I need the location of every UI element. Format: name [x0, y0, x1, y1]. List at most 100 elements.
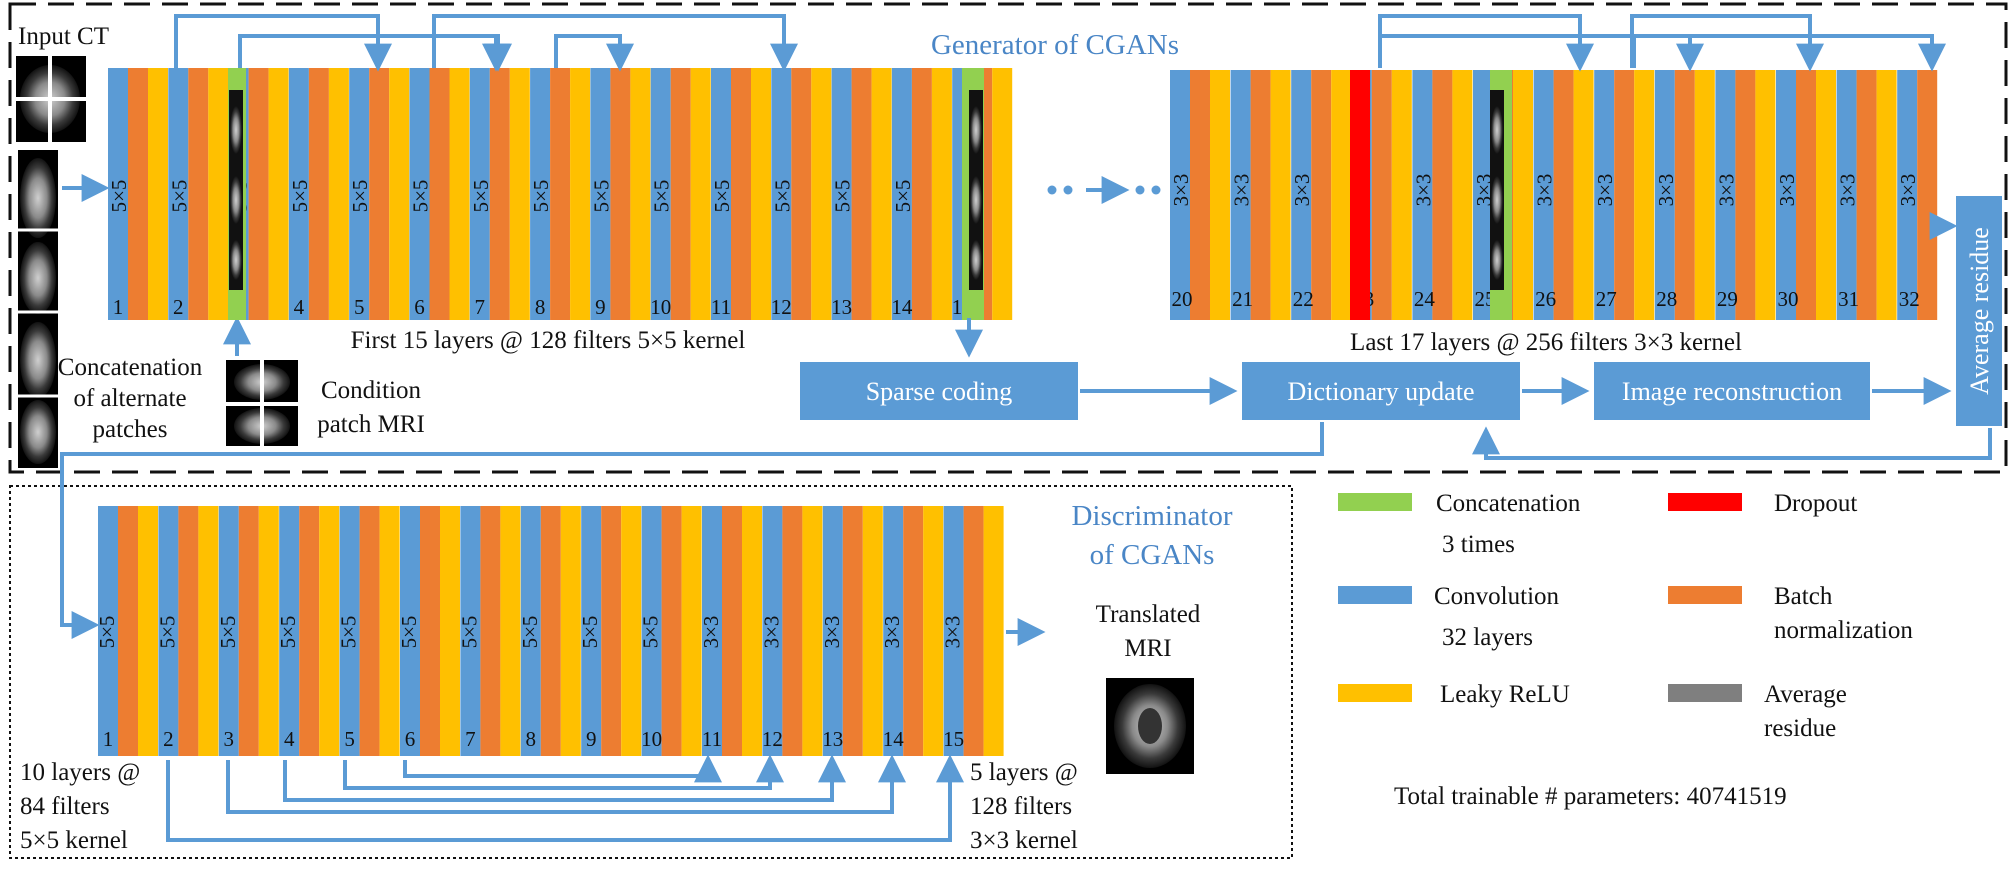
batchnorm-layer-32 [1917, 70, 1938, 320]
relu-layer-5 [389, 68, 410, 320]
gen-kernel-label-4: 5×5 [288, 180, 312, 213]
legend-concat-swatch [1338, 493, 1412, 511]
gen-kernel-label-10: 5×5 [650, 180, 674, 213]
disc-conv-layer-2 [158, 506, 179, 756]
legend-bn-label-2: normalization [1774, 617, 1913, 644]
batchnorm-layer-5 [369, 68, 390, 320]
gen-kernel-label-13: 5×5 [831, 180, 855, 213]
relu-layer-24 [1452, 70, 1473, 320]
gen-layer-number-32: 32 [1899, 287, 1920, 311]
gen-kernel-label-1: 5×5 [107, 180, 131, 213]
disc-conv-layer-13 [822, 506, 843, 756]
relu-layer-14 [931, 68, 952, 320]
gen-layer-number-13: 13 [831, 295, 852, 319]
condition-label-line2: patch MRI [317, 411, 425, 438]
conv-layer-10 [650, 68, 671, 320]
legend-concat-label-2: 3 times [1442, 531, 1515, 558]
relu-layer-7 [509, 68, 530, 320]
disc-conv-layer-3 [218, 506, 239, 756]
disc-right-caption-1: 5 layers @ [970, 759, 1078, 786]
disc-batchnorm-layer-14 [903, 506, 924, 756]
disc-relu-layer-3 [258, 506, 279, 756]
relu-layer-22 [1331, 70, 1352, 320]
disc-skip-arrow-3 [283, 754, 846, 802]
condition-label-line1: Condition [321, 377, 422, 404]
gen-layer-number-31: 31 [1838, 287, 1859, 311]
batchnorm-layer-1 [128, 68, 148, 320]
disc-relu-layer-15 [983, 506, 1004, 756]
gen-kernel-label-7: 5×5 [469, 180, 493, 213]
disc-kernel-label-1: 5×5 [95, 616, 119, 649]
disc-batchnorm-layer-5 [359, 506, 380, 756]
batchnorm-layer-29 [1735, 70, 1756, 320]
disc-batchnorm-layer-11 [722, 506, 742, 756]
gen-layer-number-7: 7 [475, 295, 486, 319]
disc-skip-arrow-1 [403, 754, 722, 783]
disc-batchnorm-layer-6 [420, 506, 440, 756]
disc-kernel-label-14: 3×3 [880, 616, 904, 649]
conv-layer-5 [349, 68, 370, 320]
batchnorm-layer-4 [308, 68, 329, 320]
gen-layer-number-2: 2 [173, 295, 184, 319]
relu-layer-10 [690, 68, 711, 320]
legend-relu-swatch [1338, 684, 1412, 702]
conv-layer-11 [711, 68, 731, 320]
average-residue-box: Average residue [1956, 196, 2002, 426]
gen-skip-arrow-8 [1630, 14, 1824, 72]
relu-layer-1 [148, 68, 168, 320]
disc-relu-layer-1 [138, 506, 158, 756]
disc-kernel-label-6: 5×5 [397, 616, 421, 649]
batchnorm-layer-23 [1371, 70, 1392, 320]
gen-kernel-label-2: 5×5 [167, 180, 191, 213]
gen-layer-number-30: 30 [1778, 287, 1799, 311]
conv-layer-8 [530, 68, 551, 320]
disc-relu-layer-5 [379, 506, 400, 756]
batchnorm-layer-22 [1311, 70, 1332, 320]
conv-layer-13 [831, 68, 852, 320]
gen-layer-number-24: 24 [1414, 287, 1436, 311]
gen-layer-number-14: 14 [891, 295, 913, 319]
gen-kernel-label-20: 3×3 [1169, 174, 1193, 207]
gen-kernel-label-27: 3×3 [1593, 174, 1617, 207]
gen-layer-number-4: 4 [294, 295, 305, 319]
disc-kernel-label-12: 3×3 [759, 616, 783, 649]
disc-layer-number-2: 2 [163, 727, 174, 751]
relu-layer-30 [1816, 70, 1836, 320]
batchnorm-layer-7 [489, 68, 510, 320]
relu-layer-12 [811, 68, 832, 320]
disc-kernel-label-15: 3×3 [941, 616, 965, 649]
first-block-caption: First 15 layers @ 128 filters 5×5 kernel [351, 327, 746, 354]
batchnorm-layer-27 [1614, 70, 1635, 320]
disc-conv-layer-6 [400, 506, 420, 756]
disc-layer-number-7: 7 [465, 727, 476, 751]
dropout-layer-23 [1350, 70, 1370, 320]
legend-conv-label-1: Convolution [1434, 583, 1560, 610]
relu-layer-13 [871, 68, 892, 320]
discriminator-block: 15×525×535×545×555×565×575×585×595×5105×… [95, 506, 1004, 756]
gen-kernel-label-32: 3×3 [1896, 174, 1920, 207]
gen-skip-arrow-6 [1378, 14, 1594, 72]
gen-kernel-label-24: 3×3 [1411, 174, 1435, 207]
disc-kernel-label-11: 3×3 [699, 616, 723, 649]
disc-conv-layer-1 [98, 506, 118, 756]
disc-left-caption-1: 10 layers @ [20, 759, 140, 786]
relu-layer-29 [1755, 70, 1776, 320]
disc-skip-arrow-2 [343, 754, 784, 790]
relu-layer-25 [1513, 70, 1533, 320]
disc-kernel-label-9: 5×5 [578, 616, 602, 649]
relu-layer-26 [1573, 70, 1594, 320]
batchnorm-layer-24 [1432, 70, 1453, 320]
conv-layer-12 [771, 68, 792, 320]
discriminator-frame [9, 485, 1293, 859]
disc-kernel-label-4: 5×5 [276, 616, 300, 649]
disc-layer-number-4: 4 [284, 727, 295, 751]
disc-conv-layer-9 [581, 506, 602, 756]
batchnorm-layer-3 [248, 68, 269, 320]
gen-kernel-label-22: 3×3 [1290, 174, 1314, 207]
disc-batchnorm-layer-8 [540, 506, 561, 756]
disc-conv-layer-12 [762, 506, 783, 756]
disc-layer-number-3: 3 [224, 727, 235, 751]
gen-skip-arrow-3 [432, 34, 510, 72]
relu-layer-6 [449, 68, 470, 320]
